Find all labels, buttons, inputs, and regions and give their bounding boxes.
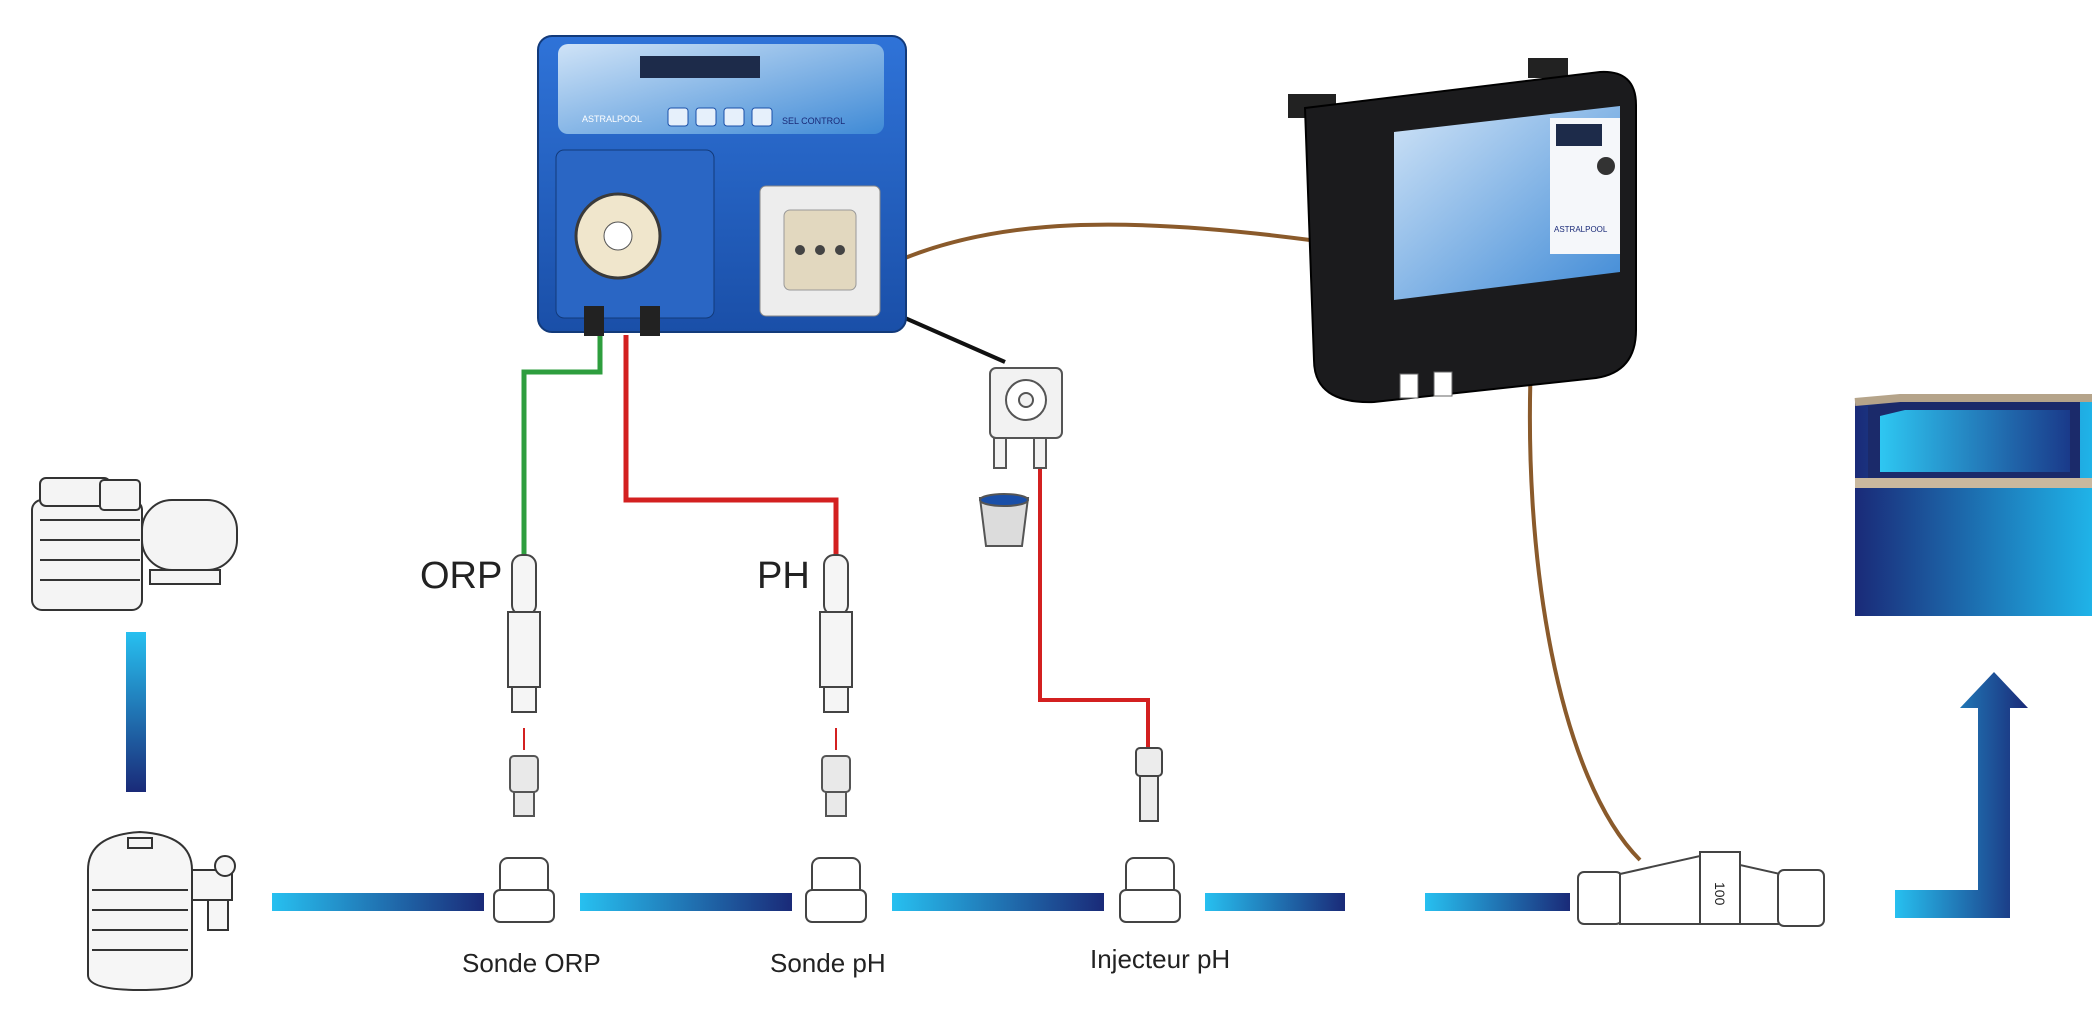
ph-clamp-icon bbox=[805, 857, 867, 923]
ph-cable bbox=[623, 335, 839, 555]
orp-probe-tag: ORP bbox=[420, 555, 503, 597]
ph-probe-tag: PH bbox=[757, 555, 810, 597]
pipe-segment-1 bbox=[272, 893, 484, 911]
pipe-segment-4 bbox=[1205, 893, 1345, 911]
return-flow-arrow bbox=[1895, 672, 2028, 918]
electrolysis-cell-icon: 100 bbox=[1577, 851, 1825, 927]
orp-probe-icon bbox=[507, 554, 541, 713]
controller-buttons[interactable] bbox=[667, 107, 773, 127]
ph-injector-cable bbox=[1038, 465, 1150, 748]
controller-to-electrolyser-cable bbox=[904, 222, 1311, 260]
orp-cable bbox=[521, 335, 603, 555]
orp-clamp-icon bbox=[493, 857, 555, 923]
pipe-segment-3 bbox=[892, 893, 1104, 911]
acid-tank-icon bbox=[978, 493, 1030, 547]
ph-sensor-label: Sonde pH bbox=[770, 948, 886, 978]
electrolyser-unit: ASTRALPOOL bbox=[1288, 58, 1637, 404]
controller-display bbox=[640, 56, 760, 78]
cell-marking: 100 bbox=[1712, 882, 1728, 906]
electrolyser-knob[interactable] bbox=[1597, 157, 1615, 175]
pipe-segment-2 bbox=[580, 893, 792, 911]
pool-pump-icon bbox=[31, 477, 238, 611]
injector-clamp-icon bbox=[1119, 857, 1181, 923]
controller-model: SEL CONTROL bbox=[782, 116, 845, 126]
orp-sensor-label: Sonde ORP bbox=[462, 948, 601, 978]
sand-filter-icon bbox=[87, 830, 236, 992]
peristaltic-pump-icon bbox=[989, 367, 1063, 469]
electrolyser-brand: ASTRALPOOL bbox=[1554, 225, 1608, 234]
ph-fitting-icon bbox=[821, 755, 851, 817]
ph-probe-icon bbox=[819, 554, 853, 713]
swimming-pool-icon bbox=[1854, 394, 2092, 616]
electrolyser-display bbox=[1556, 124, 1602, 146]
orp-fitting-icon bbox=[509, 755, 539, 817]
controller-to-pump-cable bbox=[904, 316, 1006, 364]
pump-to-filter-pipe bbox=[126, 632, 146, 792]
ph-injector-icon bbox=[1135, 747, 1163, 822]
electrolyser-to-cell-cable bbox=[1527, 339, 1642, 862]
controller-brand: ASTRALPOOL bbox=[582, 114, 642, 124]
sel-control-unit: ASTRALPOOL SEL CONTROL bbox=[537, 35, 907, 336]
ph-injector-label: Injecteur pH bbox=[1090, 944, 1231, 974]
pipe-segment-5 bbox=[1425, 893, 1570, 911]
